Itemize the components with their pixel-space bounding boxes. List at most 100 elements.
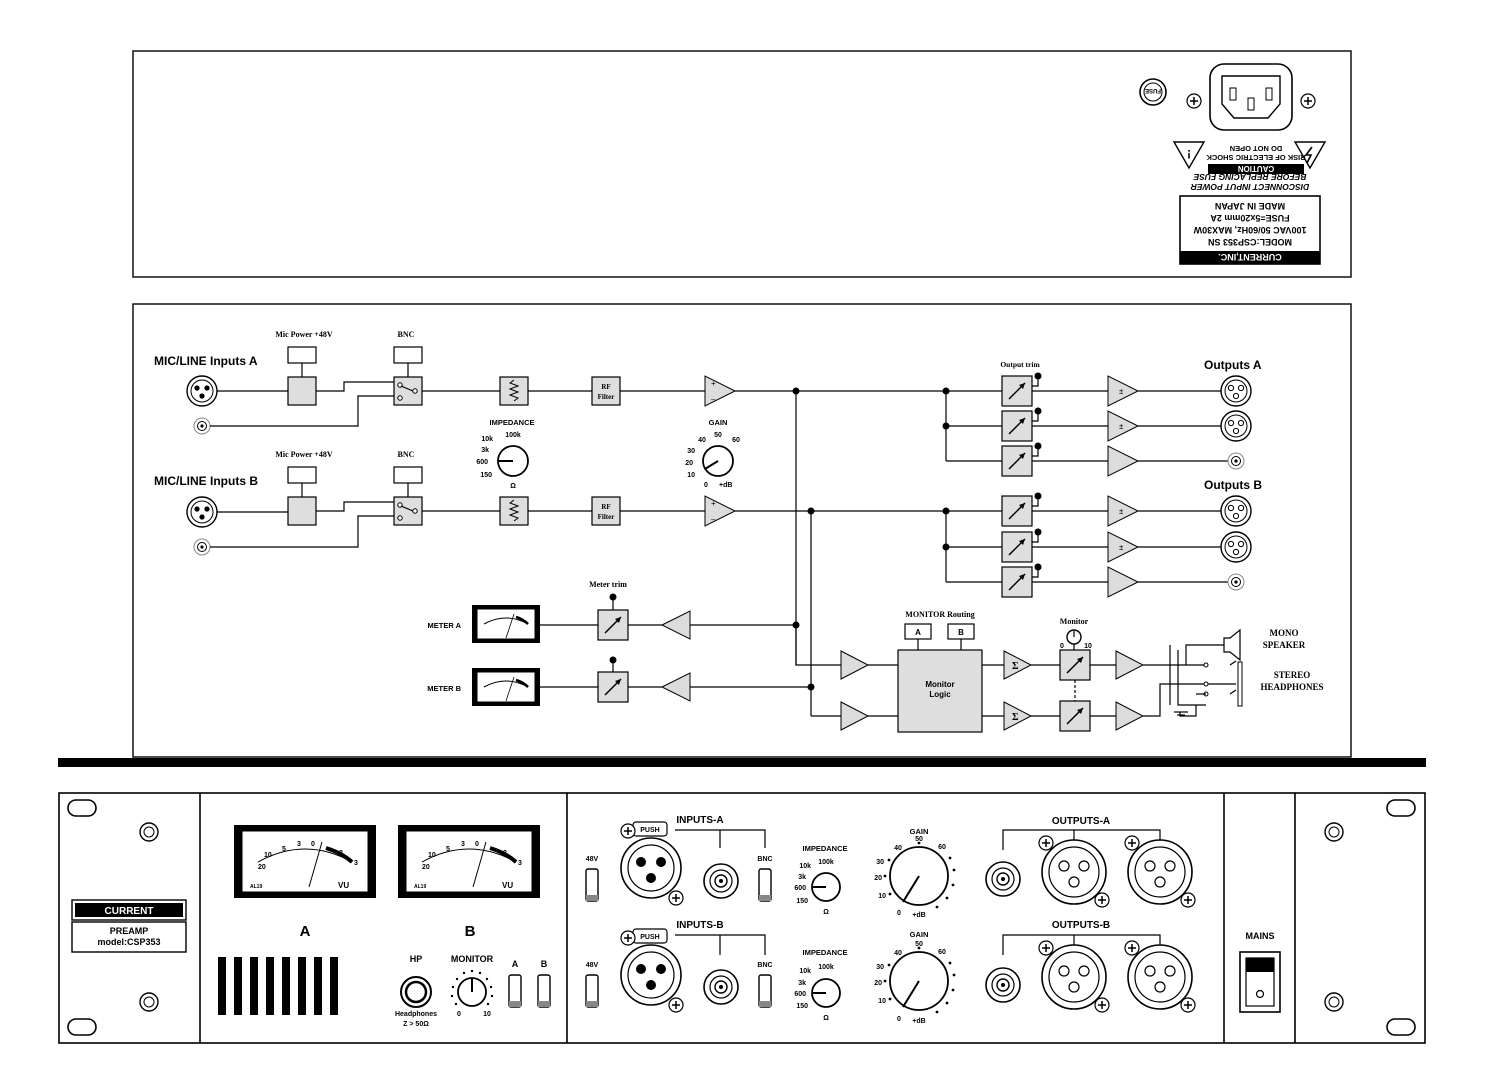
svg-text:!: !: [1187, 147, 1191, 161]
label-origin: MADE IN JAPAN: [1215, 201, 1285, 211]
monitor-label: MONITOR: [451, 954, 494, 964]
gain-b-knob[interactable]: [889, 951, 949, 1011]
meter-b-label: METER B: [427, 684, 461, 693]
outputs-b-title: OUTPUTS-B: [1052, 920, 1110, 931]
output-trim-b2: [1001, 531, 1033, 563]
output-a-bnc-jack[interactable]: [985, 861, 1021, 897]
gain-a-30: 30: [876, 859, 884, 866]
impedance-b-knob[interactable]: [811, 978, 841, 1008]
mains-power-switch[interactable]: [1239, 951, 1281, 1013]
fuse-text: FUSE: [1145, 87, 1161, 93]
input-select-b: [393, 496, 423, 526]
select-a-button[interactable]: [508, 974, 522, 1008]
vent-grille: [218, 957, 338, 1015]
gain-a-40: 40: [894, 845, 902, 852]
gain-b-10: 10: [878, 998, 886, 1005]
headphone-jack[interactable]: [400, 976, 432, 1008]
bnc-a-switch: [393, 346, 423, 364]
sum-amp-b: [1003, 701, 1033, 731]
select-b-button[interactable]: [537, 974, 551, 1008]
vu-b-maker: AL19: [414, 884, 426, 890]
phantom-b-switch[interactable]: [585, 974, 599, 1008]
phantom-a-switch[interactable]: [585, 868, 599, 902]
meter-trim-a: [597, 609, 629, 641]
monitor-knob-ticks: [450, 969, 494, 1006]
monitor-min: 0: [1060, 643, 1064, 650]
caution-line2: DO NOT OPEN: [1230, 144, 1283, 153]
monitor-logic-block: [897, 649, 983, 733]
out-a1-screw-icon: [1094, 892, 1110, 908]
push-b-label: PUSH: [640, 934, 659, 941]
output-a-xlr1: [1220, 375, 1252, 407]
block-diagram: MIC/LINE Inputs A Mic Power +48V BNC RF …: [132, 303, 1352, 758]
warning-line2: BEFORE REPLACING FUSE: [1193, 172, 1306, 182]
inputs-b-title: INPUTS-B: [676, 920, 723, 931]
amp-a-minus: –: [711, 395, 716, 404]
inputs-a-title: INPUTS-A: [676, 815, 723, 826]
imp-a-100k: 100k: [818, 859, 834, 866]
imp-b-10k: 10k: [799, 968, 811, 975]
xlr-b-screw-icon: [668, 997, 684, 1013]
amp-b1-pm: ±: [1119, 507, 1124, 516]
gain-amp-a: [704, 375, 737, 407]
info-warning-icon: [1172, 141, 1206, 170]
output-b-xlr-2[interactable]: [1127, 944, 1193, 1010]
input-a-bnc-jack[interactable]: [703, 863, 739, 899]
out-a2-screw-icon: [1124, 835, 1140, 851]
monitor-out-amp-b: [1115, 701, 1145, 731]
meter-a-caption: A: [300, 923, 311, 940]
output-a-xlr-1[interactable]: [1041, 839, 1107, 905]
screw-icon: [1324, 992, 1344, 1012]
vu-a-label: VU: [338, 881, 349, 890]
rf-b-line1: RF: [601, 503, 610, 511]
xlr-a-screw-icon: [668, 890, 684, 906]
speaker-icon: [1223, 628, 1241, 662]
caution-label: CAUTION RISK OF ELECTRIC SHOCK DO NOT OP…: [1206, 144, 1306, 174]
input-a-xlr-jack[interactable]: [620, 837, 682, 899]
label-power: 100VAC 50/60Hz, MAX30W: [1193, 225, 1306, 235]
imp-150: 150: [480, 472, 492, 479]
stereo-label: STEREO: [1274, 670, 1311, 680]
output-a-xlr-2[interactable]: [1127, 839, 1193, 905]
headphone-jack-icon: [1237, 661, 1243, 707]
gain-b-ticks: [883, 946, 956, 1014]
input-b-bnc-jack[interactable]: [703, 969, 739, 1005]
impedance-knob-label: IMPEDANCE: [489, 418, 534, 427]
vu-a-2: 2: [339, 850, 343, 857]
output-amp-a2: [1107, 410, 1140, 442]
output-trim-a2: [1001, 410, 1033, 442]
vu-b-0: 0: [475, 841, 479, 848]
gain-a-knob[interactable]: [889, 846, 949, 906]
imp-a-150: 150: [796, 898, 808, 905]
out-b1-screw-icon: [1038, 940, 1054, 956]
output-b-xlr-1[interactable]: [1041, 944, 1107, 1010]
imp-ohm: Ω: [510, 483, 516, 490]
brand-plate: [75, 903, 183, 917]
input-a-xlr: [186, 375, 218, 407]
bnc-a-select-switch[interactable]: [758, 868, 772, 902]
mic-power-b-switch: [287, 466, 317, 484]
vu-a-3r: 3: [354, 860, 358, 867]
impedance-a-knob[interactable]: [811, 872, 841, 902]
monitor-knob[interactable]: [457, 977, 487, 1007]
amp-b-plus: +: [711, 499, 716, 508]
out-b2-screw-icon: [1180, 997, 1196, 1013]
vu-a-5: 5: [282, 846, 286, 853]
section-divider: [58, 758, 1426, 767]
bnc-b-select-switch[interactable]: [758, 974, 772, 1008]
gain-60: 60: [732, 437, 740, 444]
input-b-xlr-jack[interactable]: [620, 944, 682, 1006]
amp-b-minus: –: [711, 515, 716, 524]
monitor-logic-line1: Monitor: [925, 680, 954, 689]
front-panel: CURRENT PREAMP model:CSP353 20 10 5 3 0 …: [58, 792, 1426, 1044]
output-b-bnc-jack[interactable]: [985, 967, 1021, 1003]
imp-b-100k: 100k: [818, 964, 834, 971]
route-a-text: A: [915, 628, 921, 637]
gain-40: 40: [698, 437, 706, 444]
vu-meter-a: 20 10 5 3 0 2 3 VU AL19: [234, 825, 376, 898]
output-trim-label: Output trim: [1000, 360, 1040, 369]
vu-b-3r: 3: [518, 860, 522, 867]
label-model: MODEL:CSP353 SN: [1208, 237, 1292, 247]
gain-knob: [702, 445, 734, 477]
sum-a-symbol: Σ: [1012, 661, 1019, 672]
